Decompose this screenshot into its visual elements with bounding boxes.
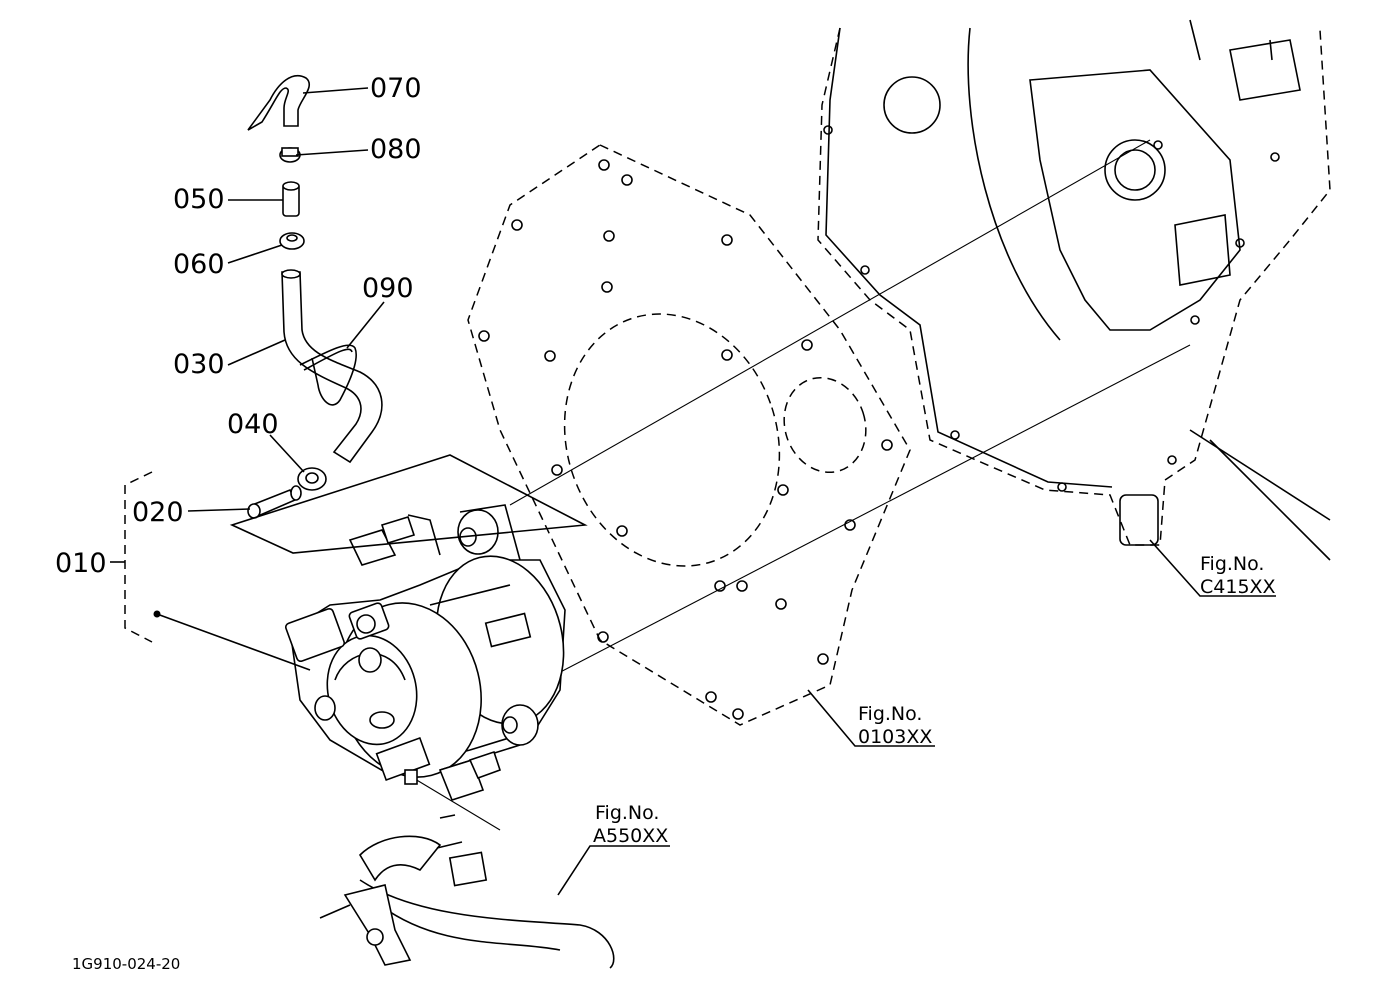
leader-lines — [187, 87, 1276, 896]
callout-030: 030 — [173, 349, 225, 380]
assembly-bracket-010 — [110, 471, 311, 671]
ref-c415-label: Fig.No. — [1200, 553, 1264, 575]
ref-c415-code: C415XX — [1200, 576, 1276, 598]
fuel-line-parts — [229, 75, 588, 554]
mounting-bolt-upper — [348, 514, 441, 566]
callout-080: 080 — [370, 134, 422, 165]
callout-050: 050 — [173, 184, 225, 215]
ref-0103-code: 0103XX — [858, 726, 932, 748]
callout-060: 060 — [173, 249, 225, 280]
callout-040: 040 — [227, 409, 279, 440]
callout-070: 070 — [370, 73, 422, 104]
ref-0103-label: Fig.No. — [858, 703, 922, 725]
drawing-code: 1G910-024-20 — [72, 955, 180, 973]
engine-plate — [467, 144, 911, 726]
callout-020: 020 — [132, 497, 184, 528]
callout-010: 010 — [55, 548, 107, 579]
ref-a550-label: Fig.No. — [595, 802, 659, 824]
ref-a550-code: A550XX — [593, 825, 668, 847]
callout-090: 090 — [362, 273, 414, 304]
pump-assembly — [284, 504, 566, 785]
lower-hose-assembly — [319, 814, 615, 969]
mounting-bolt-lower — [438, 750, 502, 801]
flywheel-housing — [817, 19, 1331, 561]
